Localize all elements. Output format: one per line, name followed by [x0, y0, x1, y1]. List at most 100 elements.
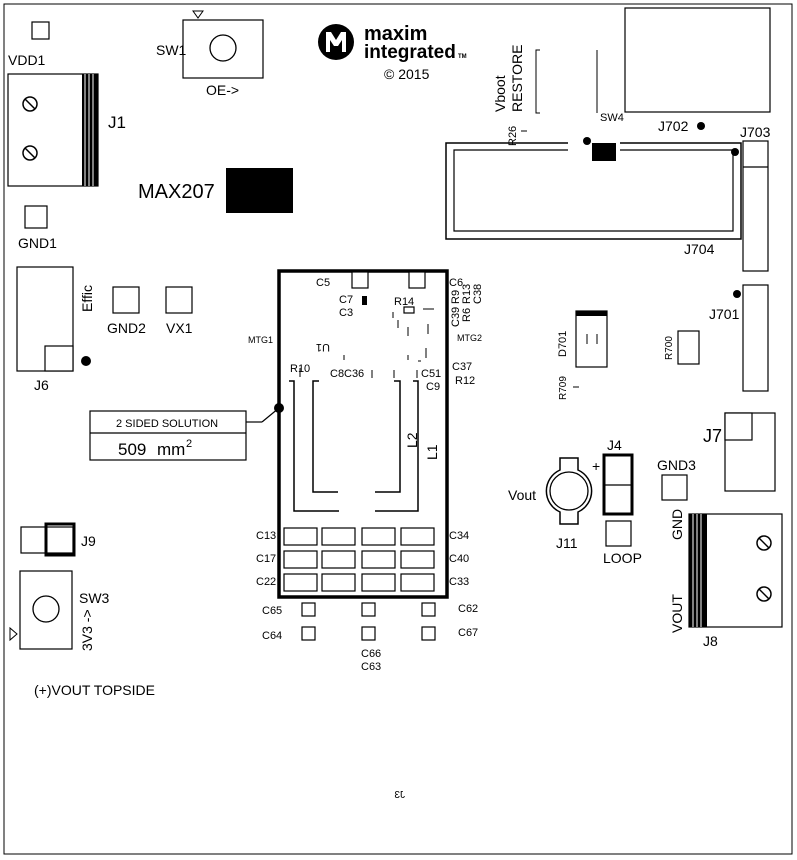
- c62-pad: [421, 602, 436, 617]
- r14-label: R14: [394, 296, 414, 308]
- c6-label: C6: [449, 277, 463, 289]
- c67-label: C67: [458, 627, 478, 639]
- vdd1-testpoint: [31, 21, 50, 40]
- c62-label: C62: [458, 603, 478, 615]
- vdd1-label: VDD1: [8, 52, 46, 68]
- gnd-label: GND: [669, 509, 685, 540]
- j702-pin-icon: [697, 122, 705, 130]
- sw4-label: SW4: [600, 112, 624, 124]
- vboot-label: Vboot: [492, 75, 508, 112]
- j6-label: J6: [34, 377, 49, 393]
- effic-label: Effic: [79, 285, 95, 312]
- c7-label: C7: [339, 294, 353, 306]
- r12-label: R12: [455, 375, 475, 387]
- screw-icon: [756, 535, 772, 551]
- area-unit: mm: [157, 440, 185, 459]
- screw-icon: [22, 96, 38, 112]
- mtg2-label: MTG2: [457, 333, 482, 343]
- c22-label: C22: [256, 576, 276, 588]
- c64-pad: [301, 626, 316, 641]
- c67-pad: [421, 626, 436, 641]
- j8-label: J8: [703, 633, 718, 649]
- c38-label: C38: [472, 284, 484, 304]
- c13-label: C13: [256, 530, 276, 542]
- restore-label: RESTORE: [509, 45, 525, 112]
- j704-label: J704: [684, 241, 715, 257]
- gnd2-testpoint: [112, 286, 140, 314]
- j3-mirror-label: J3: [394, 790, 405, 801]
- vout-j8-label: VOUT: [669, 594, 685, 633]
- c66-pad: [361, 602, 376, 617]
- j7-label: J7: [703, 426, 722, 446]
- pin1-triangle-icon: [9, 626, 18, 642]
- l2-label: L2: [404, 432, 420, 448]
- c66-label: C66: [361, 648, 381, 660]
- c17-label: C17: [256, 553, 276, 565]
- u1-label: U1: [316, 341, 330, 353]
- max207-label: MAX207: [138, 181, 215, 203]
- j701-pin-icon: [733, 290, 741, 298]
- solution-callout: [89, 403, 284, 461]
- j1-header-strip: [82, 74, 98, 186]
- vx1-testpoint: [165, 286, 193, 314]
- j6-connector: [16, 266, 91, 372]
- capacitor-grid: [283, 527, 435, 592]
- sw1-switch: [182, 10, 264, 79]
- logo-text-maxim: maxim: [364, 23, 427, 45]
- loop-label: LOOP: [603, 550, 642, 566]
- r709-label: R709: [558, 376, 569, 400]
- area-value: 509: [118, 440, 146, 459]
- j1-label: J1: [108, 113, 126, 132]
- vout-label: Vout: [508, 487, 536, 503]
- j9-label: J9: [81, 533, 96, 549]
- area-exp: 2: [186, 438, 192, 450]
- j8-header-strip: [689, 514, 707, 627]
- c3-label: C3: [339, 307, 353, 319]
- c65-pad: [301, 602, 316, 617]
- max207-chip: [226, 168, 293, 213]
- j703-pin-icon: [731, 148, 739, 156]
- j703-connector: [742, 140, 769, 272]
- j4-plus: +: [592, 458, 600, 474]
- logo-text-tm: TM: [458, 54, 467, 60]
- gnd1-testpoint: [24, 205, 48, 229]
- c39-label: C39: [450, 307, 462, 327]
- loop-testpoint: [605, 520, 632, 547]
- c33-label: C33: [449, 576, 469, 588]
- r6-label: R6: [461, 308, 473, 322]
- c9-label: C9: [426, 381, 440, 393]
- c36-label: C36: [344, 368, 364, 380]
- j11-connector: [545, 457, 593, 525]
- c37-label: C37: [452, 361, 472, 373]
- r10-label: R10: [290, 363, 310, 375]
- maxim-logo: maxim integrated TM: [318, 23, 467, 63]
- sw1-label: SW1: [156, 42, 187, 58]
- vx1-label: VX1: [166, 320, 193, 336]
- c5-label: C5: [316, 277, 330, 289]
- c40-label: C40: [449, 553, 469, 565]
- l1-label: L1: [424, 444, 440, 460]
- j702-connector: [624, 7, 771, 113]
- d701-diode: [575, 310, 608, 368]
- j8-terminal-block: [688, 513, 783, 628]
- r26-label: R26: [507, 126, 519, 146]
- j9-connector: [20, 522, 76, 557]
- logo-text-integrated: integrated: [364, 42, 456, 63]
- screw-icon: [22, 145, 38, 161]
- sw3-switch: [9, 570, 73, 650]
- solution-title: 2 SIDED SOLUTION: [116, 418, 218, 430]
- gnd3-label: GND3: [657, 457, 696, 473]
- j701-connector: [742, 284, 769, 392]
- r13-label: R13: [461, 284, 473, 304]
- 3v3-label: 3V3 ->: [79, 609, 95, 651]
- solution-area: [277, 269, 449, 599]
- mtg1-label: MTG1: [248, 335, 273, 345]
- screw-icon: [756, 586, 772, 602]
- copyright-label: © 2015: [384, 66, 430, 82]
- r9-label: R9: [450, 290, 462, 304]
- j4-label: J4: [607, 437, 622, 453]
- j1-terminal-block: [7, 73, 99, 187]
- j701-label: J701: [709, 306, 740, 322]
- c51-label: C51: [421, 368, 441, 380]
